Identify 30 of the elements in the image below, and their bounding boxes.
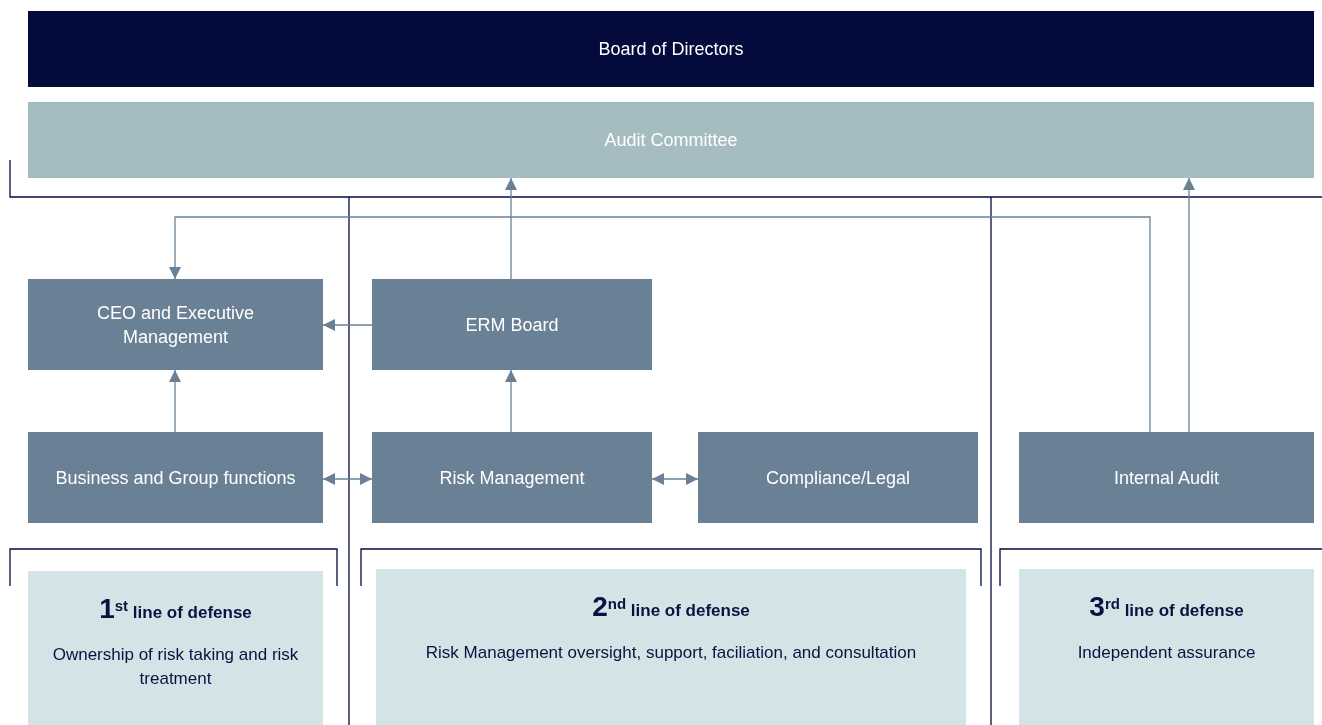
arrow bbox=[505, 177, 517, 280]
defense-line-heading: 1$^{st}$ line of defense bbox=[99, 593, 252, 625]
committee-box bbox=[28, 102, 1314, 178]
description-text: Risk Management oversight, support, faciliation, and consultation bbox=[424, 642, 918, 664]
box-label: ERM Board bbox=[464, 313, 560, 337]
arrow bbox=[322, 473, 373, 485]
box-label: Board of Directors bbox=[597, 38, 745, 61]
unit-box bbox=[372, 432, 652, 523]
box-label: Risk Management bbox=[438, 466, 586, 490]
box-label: Audit Committee bbox=[603, 129, 739, 152]
unit-box bbox=[1019, 432, 1314, 523]
box-label: Internal Audit bbox=[1112, 466, 1221, 490]
arrow bbox=[651, 473, 699, 485]
defense-line-heading: 3$^{rd}$ line of defense bbox=[1089, 591, 1244, 623]
description-text: Ownership of risk taking and risk treatment bbox=[51, 644, 300, 690]
arrow bbox=[505, 369, 517, 433]
arrow bbox=[322, 319, 373, 331]
box-label: Compliance/Legal bbox=[764, 466, 912, 490]
defense-line-heading: 2$^{nd}$ line of defense bbox=[592, 591, 750, 623]
box-label: Business and Group functions bbox=[54, 466, 297, 490]
arrow bbox=[169, 216, 1151, 433]
box-label: CEO and Executive Management bbox=[95, 301, 256, 349]
description-text: Independent assurance bbox=[1076, 642, 1257, 664]
unit-box bbox=[372, 279, 652, 370]
unit-box bbox=[28, 432, 323, 523]
unit-box bbox=[698, 432, 978, 523]
unit-box bbox=[28, 279, 323, 370]
board-box bbox=[28, 11, 1314, 87]
arrow bbox=[1183, 177, 1195, 433]
arrow bbox=[169, 369, 181, 433]
